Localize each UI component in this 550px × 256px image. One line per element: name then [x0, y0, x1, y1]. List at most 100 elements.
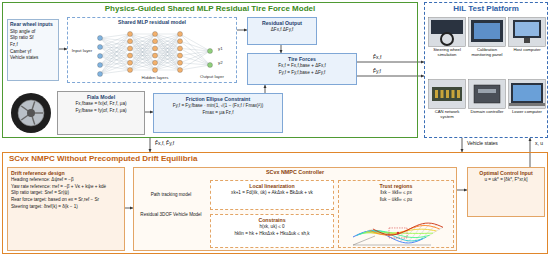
node-text: Steering target: δref(k) = δ(k − 1)	[11, 204, 121, 209]
node-text: Path tracking model	[138, 192, 204, 197]
reference-box: Drift reference designHeading reference:…	[7, 167, 125, 251]
photo-item: Host computer	[508, 17, 546, 59]
network-link	[155, 34, 180, 56]
neuron	[153, 32, 158, 37]
can-board	[432, 87, 462, 101]
node-text: xk+1 = Fd(x̄k, ūk) + AkΔxk + BkΔuk + vk	[214, 190, 330, 195]
network-link	[155, 34, 180, 35]
neuron	[208, 49, 213, 54]
node-heading: Drift reference design	[11, 170, 121, 176]
connector	[357, 62, 424, 63]
network-link	[155, 63, 180, 70]
network-link	[130, 34, 155, 48]
neuron	[128, 32, 133, 37]
can-port	[435, 90, 438, 98]
neuron	[98, 45, 103, 50]
trust-center	[397, 232, 399, 234]
edge-label: F̂y,f	[372, 69, 382, 75]
controller-box: SCvx NMPC ControllerPath tracking modelR…	[133, 167, 457, 251]
tire-hub	[27, 109, 35, 117]
node-text: Vehicle states	[10, 55, 56, 60]
network-link	[180, 41, 210, 51]
steering-wheel	[441, 33, 453, 45]
neuron	[153, 68, 158, 73]
surface-line	[370, 226, 440, 236]
edge-label: F̂x,f, F̂y,f	[154, 141, 175, 147]
neuron	[98, 36, 103, 41]
network-link	[155, 34, 180, 41]
panel-display	[474, 23, 500, 39]
node-heading: Shared MLP residual model	[70, 19, 234, 25]
network-link	[130, 56, 155, 70]
photo-frame	[429, 18, 466, 47]
network-link	[130, 34, 155, 35]
network-link	[130, 48, 155, 70]
node-text: Rear force target: based on ex = Sr,ref …	[11, 197, 121, 202]
node-text: Hidden layers	[130, 75, 180, 80]
network-link	[155, 34, 180, 48]
node-heading: Fiala Model	[61, 94, 141, 100]
node-heading: HiL Test Platform	[427, 4, 545, 13]
photo-item: Calibration monitoring panel	[468, 17, 506, 59]
node-text: ΔFx,f ΔFy,f	[251, 27, 313, 32]
connector	[150, 138, 151, 152]
tire-rim	[18, 100, 44, 126]
output-box: Residual OutputΔFx,f ΔFy,f	[247, 17, 317, 45]
ellipse-box: Friction Ellipse ConstraintFy,f = Fy,fba…	[153, 93, 283, 133]
network-link	[155, 41, 180, 70]
network-link	[180, 63, 210, 65]
neuron	[153, 46, 158, 51]
connector	[237, 30, 247, 31]
can-port	[452, 90, 455, 98]
network-link	[100, 41, 130, 74]
network-link	[100, 55, 130, 56]
network-link	[155, 48, 180, 70]
photo-item: CAN network system	[428, 79, 466, 121]
node-heading: Calibration monitoring panel	[468, 48, 506, 58]
node-text: Fy,f = Fy,f,base + ΔFy,f	[251, 70, 353, 75]
network-link	[130, 34, 155, 63]
photo-frame	[469, 18, 506, 47]
node-text: hklin = hk + HkxΔxk + HkuΔuk ≤ sh,k	[214, 231, 330, 236]
node-text: ‖xk − x̄k‖∞ ≤ ρx	[342, 190, 450, 195]
neuron	[178, 46, 183, 51]
node-text: Yaw rate reference: rref = −β̇ + Vκ + kψ…	[11, 184, 121, 189]
photo-item: Domain controller	[468, 79, 506, 121]
node-heading: Friction Ellipse Constraint	[157, 96, 279, 102]
photo-frame	[509, 18, 546, 47]
network-link	[130, 34, 155, 56]
neuron	[178, 68, 183, 73]
connector	[281, 45, 282, 53]
connector	[462, 138, 463, 152]
neuron	[178, 53, 183, 58]
edge-label: F̂x,f	[372, 55, 382, 61]
node-heading: Optimal Control Input	[471, 170, 541, 176]
neuron	[98, 63, 103, 68]
network-link	[130, 34, 155, 56]
network-link	[130, 34, 155, 48]
input-box: Rear wheel inputsSlip angle αfSlip ratio…	[7, 19, 59, 81]
node-heading: Local linearization	[214, 183, 330, 189]
node-heading: Trust regions	[342, 183, 450, 189]
laptop-base	[509, 103, 545, 106]
network-link	[100, 48, 130, 74]
network-link	[130, 34, 155, 70]
hil-panel: HiL Test PlatformSteering wheel simulati…	[424, 2, 548, 138]
network-link	[100, 41, 130, 65]
can-port	[457, 90, 460, 98]
neuron	[178, 60, 183, 65]
node-text: Fmax = μa Fz,f	[157, 110, 279, 115]
photo-frame	[429, 80, 466, 109]
photo-item: Lower computer	[508, 79, 546, 121]
network-link	[180, 41, 210, 65]
node-heading: Lower computer	[508, 110, 546, 115]
node-heading: Domain controller	[468, 110, 506, 115]
network-link	[155, 34, 180, 63]
network-link	[155, 34, 180, 70]
node-text: h(xk, uk) ≤ 0	[214, 224, 330, 229]
edge-label: Vehicle states	[466, 141, 499, 147]
network-link	[100, 63, 130, 74]
neuron	[98, 72, 103, 77]
photo-frame	[469, 80, 506, 109]
panel-screen	[471, 20, 503, 42]
